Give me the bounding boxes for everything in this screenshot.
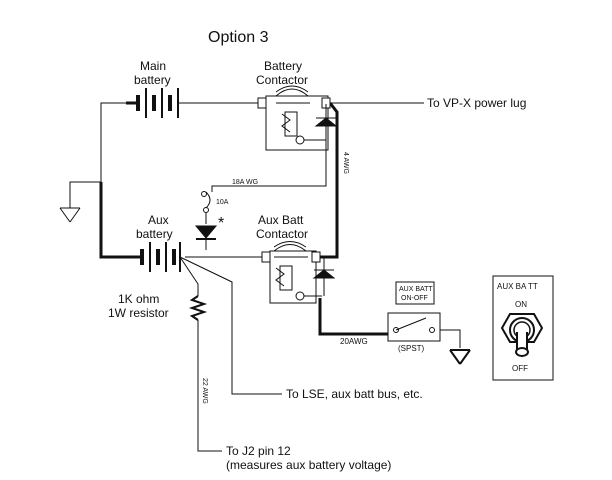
switch-ground-wire	[440, 329, 461, 348]
diagram-title: Option 3	[208, 29, 269, 46]
battery-contactor-label-1: Battery	[264, 59, 302, 73]
aux-batt-panel: AUX BA TT ON OFF	[492, 275, 554, 381]
main-ground-symbol	[59, 207, 81, 223]
aux-contactor-label-2: Contactor	[256, 227, 308, 241]
spst-label: (SPST)	[398, 344, 425, 353]
diode-note-star: *	[218, 215, 224, 232]
panel-off-label: OFF	[512, 364, 528, 373]
aux-ground-wire	[99, 182, 136, 259]
to-lse-label: To LSE, aux batt bus, etc.	[286, 387, 423, 401]
wire-18awg-path	[211, 130, 327, 192]
wire-22awg-label: 22 AWG	[201, 378, 208, 404]
wire-20awg-path	[318, 298, 388, 336]
switch-ground-symbol	[449, 349, 471, 365]
thin-wires	[69, 102, 461, 452]
thick-wires	[99, 102, 388, 336]
wire-20awg-label: 20AWG	[340, 337, 368, 346]
aux-switch-label-box	[395, 281, 435, 305]
resistor-lead-top	[179, 256, 199, 296]
spst-switch-symbol	[387, 312, 441, 342]
resistor-label-1: 1K ohm	[118, 292, 159, 306]
wire-4awg-label: 4 AWG	[342, 152, 349, 174]
main-battery-label-2: battery	[134, 73, 171, 87]
main-ground-wire	[69, 102, 126, 208]
diode-symbol	[194, 225, 218, 250]
aux-switch-label-1: AUX BATT	[399, 286, 433, 293]
resistor-label-2: 1W resistor	[108, 306, 169, 320]
aux-switch-label-2: ON-OFF	[401, 295, 428, 302]
vpx-power-lug-label: To VP-X power lug	[427, 96, 526, 110]
panel-title-label: AUX BA TT	[497, 282, 538, 291]
aux-battery-label-1: Aux	[148, 213, 169, 227]
j2-wire	[197, 320, 222, 452]
to-j2-label-1: To J2 pin 12	[226, 444, 291, 458]
wire-18awg-label: 18A WG	[232, 179, 258, 186]
aux-contactor-symbol	[261, 241, 336, 304]
aux-battery-symbol	[136, 242, 181, 272]
toggle-switch-icon[interactable]	[500, 313, 544, 357]
battery-contactor-symbol	[257, 85, 338, 151]
aux-contactor-label-1: Aux Batt	[258, 213, 304, 227]
panel-on-label: ON	[515, 300, 527, 309]
fuse-symbol	[201, 191, 211, 224]
battery-contactor-label-2: Contactor	[256, 73, 308, 87]
wire-4awg-path	[314, 102, 339, 259]
fuse-10a-label: 10A	[216, 199, 229, 206]
main-battery-symbol	[126, 88, 190, 118]
resistor-symbol	[188, 295, 208, 321]
aux-battery-label-2: battery	[136, 227, 173, 241]
to-j2-label-2: (measures aux battery voltage)	[226, 458, 391, 472]
main-battery-label-1: Main	[140, 59, 166, 73]
lse-wire	[179, 256, 282, 395]
